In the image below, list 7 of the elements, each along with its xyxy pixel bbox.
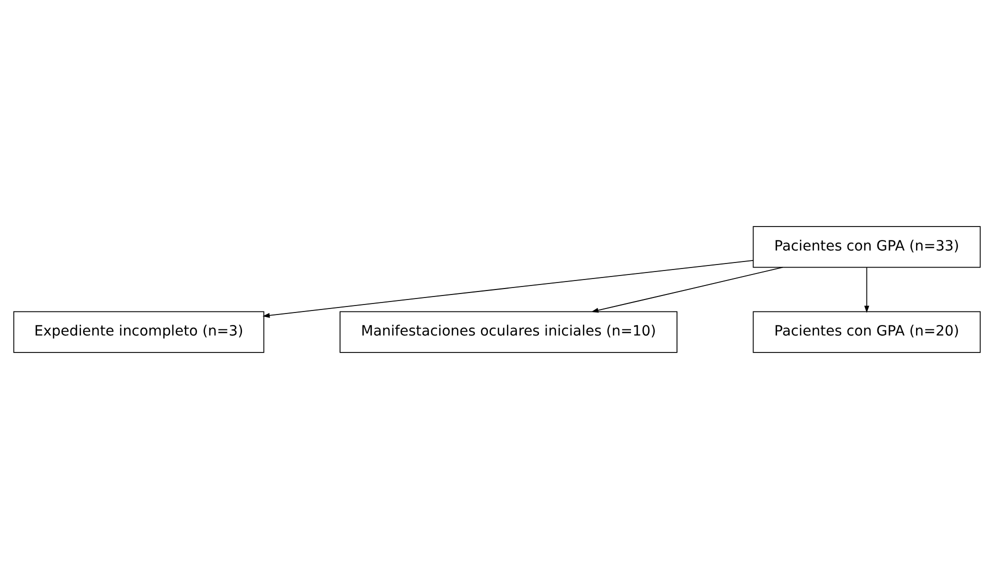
node-box: Expediente incompleto (n=3) [13, 311, 264, 353]
node-box: Manifestaciones oculares iniciales (n=10) [340, 311, 678, 353]
arrow [864, 267, 870, 313]
node-box: Pacientes con GPA (n=33) [752, 226, 981, 268]
arrow [591, 266, 784, 313]
node-box: Pacientes con GPA (n=20) [752, 311, 981, 353]
arrow [262, 260, 754, 318]
